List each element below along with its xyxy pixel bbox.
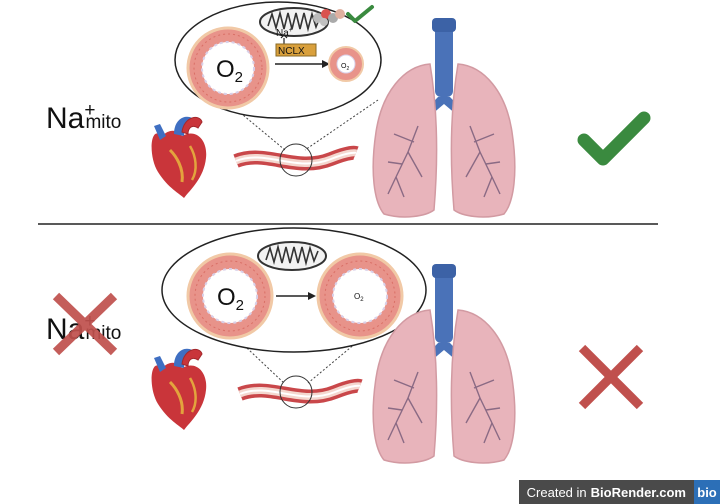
lungs-icon-top: [372, 17, 516, 218]
badge-brand: BioRender.com: [590, 484, 686, 500]
na-ion-label: Na+: [276, 27, 293, 39]
nclx-label: NCLX: [278, 46, 305, 57]
o2-large-label-top: O2: [216, 56, 243, 86]
protein-complex-icon: [313, 9, 345, 26]
cell-large-top: O2: [186, 26, 270, 110]
strike-cross-icon: [52, 292, 118, 356]
mitochondrion-icon-bottom: [257, 241, 327, 271]
blood-vessel-top: [236, 153, 356, 164]
vessel-zoom-circle-bottom: [279, 375, 313, 409]
cell-small-top: O2: [328, 46, 364, 82]
cell-large-bottom-left: O2: [186, 252, 274, 340]
nclx-transporter: [275, 43, 317, 57]
zoom-line-top-right: [304, 99, 379, 151]
o2-small-label-top: O2: [341, 63, 349, 72]
top-panel: Na+mito O2 O2 Na+: [46, 1, 651, 218]
bottom-panel: Na+mito O2 O2: [46, 227, 644, 464]
cross-icon: [578, 344, 644, 410]
blood-vessel-bottom: [240, 386, 360, 397]
check-icon: [577, 111, 651, 166]
badge-text: Created in BioRender.com: [518, 480, 694, 504]
vessel-zoom-circle-top: [279, 143, 313, 177]
check-icon-small: [346, 5, 374, 23]
heart-icon-top: [150, 115, 208, 200]
cell-large-bottom-right: O2: [316, 252, 404, 340]
o2-large-label-bottom: O2: [217, 284, 244, 314]
o2-small-label-bottom: O2: [354, 292, 364, 303]
na-mito-label-top: Na+mito: [46, 100, 121, 135]
biorender-logo-icon: bio: [694, 480, 720, 504]
badge-created-in: Created in: [526, 484, 587, 500]
heart-icon-bottom: [150, 347, 208, 432]
biorender-badge[interactable]: Created in BioRender.com bio: [518, 480, 720, 504]
